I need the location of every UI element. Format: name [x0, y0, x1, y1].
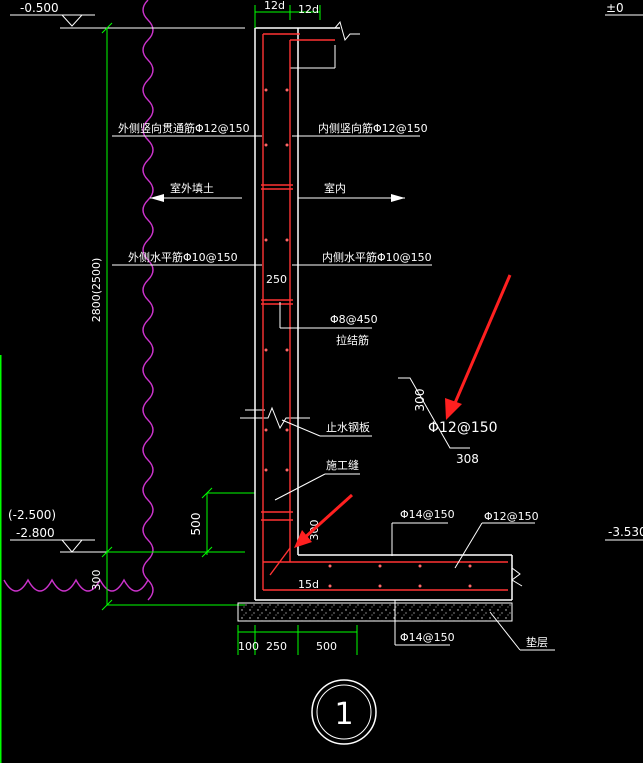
- dim-b100: 100: [238, 640, 259, 653]
- leader-lines: [112, 135, 555, 651]
- rebar-dots: [264, 88, 472, 588]
- label-construction-joint: 施工缝: [326, 458, 359, 472]
- dim-12d-a: 12d: [264, 0, 285, 12]
- dim-500-chain: [201, 487, 255, 558]
- rebar-cage: [261, 33, 508, 591]
- arrow-left: [150, 194, 164, 202]
- level-marker-mid-right: -3.530: [605, 525, 643, 541]
- level-mid-left-alt: (-2.500): [8, 508, 56, 522]
- bent-bar-detail: [398, 377, 470, 449]
- level-mid-right: -3.530: [608, 525, 643, 539]
- label-cushion: 垫层: [526, 635, 548, 649]
- dim-height: 2800(2500): [90, 258, 103, 323]
- bottom-dims: [237, 625, 358, 655]
- level-top-right: ±0: [606, 1, 624, 15]
- top-12d-dims: [254, 5, 321, 28]
- break-symbol-right: [511, 567, 523, 587]
- level-marker-top-right: ±0: [605, 1, 643, 16]
- label-inner-vertical: 内侧竖向筋Φ12@150: [318, 121, 428, 135]
- dim-b250: 250: [266, 640, 287, 653]
- label-outer-vertical: 外侧竖向贯通筋Φ12@150: [118, 121, 250, 135]
- dim-h300: 300: [90, 570, 103, 591]
- label-detail-bar: Φ12@150: [428, 420, 498, 436]
- dim-detail-300: 300: [413, 389, 427, 412]
- earth-line: [3, 0, 154, 601]
- left-dimension-chain: [0, 22, 245, 763]
- level-marker-top-left: -0.500: [10, 1, 245, 29]
- label-tie-spec: Φ8@450: [330, 313, 378, 326]
- cushion-layer: [237, 602, 513, 622]
- label-outer-horizontal: 外侧水平筋Φ10@150: [128, 250, 238, 264]
- label-outer-backfill: 室外填土: [170, 181, 214, 195]
- wall-break-mid: [240, 406, 310, 430]
- dim-15d: 15d: [298, 578, 319, 591]
- break-symbol-top: [320, 20, 360, 42]
- dim-12d-b: 12d: [298, 3, 319, 16]
- label-waterstop: 止水钢板: [326, 420, 370, 434]
- label-inner-horizontal: 内侧水平筋Φ10@150: [322, 250, 432, 264]
- dim-detail-308: 308: [456, 452, 479, 466]
- red-arrow-upper: [445, 274, 512, 420]
- red-arrow-lower: [294, 493, 354, 548]
- arrow-right: [391, 194, 405, 202]
- label-indoor: 室内: [324, 181, 346, 195]
- section-number-badge: 1: [311, 679, 377, 745]
- label-slab-bottom: Φ14@150: [400, 631, 455, 644]
- label-slab-top-right: Φ12@150: [484, 510, 539, 523]
- dim-b500: 500: [316, 640, 337, 653]
- label-tie-name: 拉结筋: [336, 333, 369, 347]
- label-slab-top-left: Φ14@150: [400, 508, 455, 521]
- dim-h500: 500: [189, 513, 203, 536]
- section-number: 1: [334, 697, 353, 732]
- level-marker-mid-left: (-2.500) -2.800: [8, 508, 245, 553]
- level-top-left: -0.500: [20, 1, 59, 15]
- wall-outline: [254, 27, 513, 601]
- level-mid-left: -2.800: [16, 526, 55, 540]
- dim-w250: 250: [266, 273, 287, 286]
